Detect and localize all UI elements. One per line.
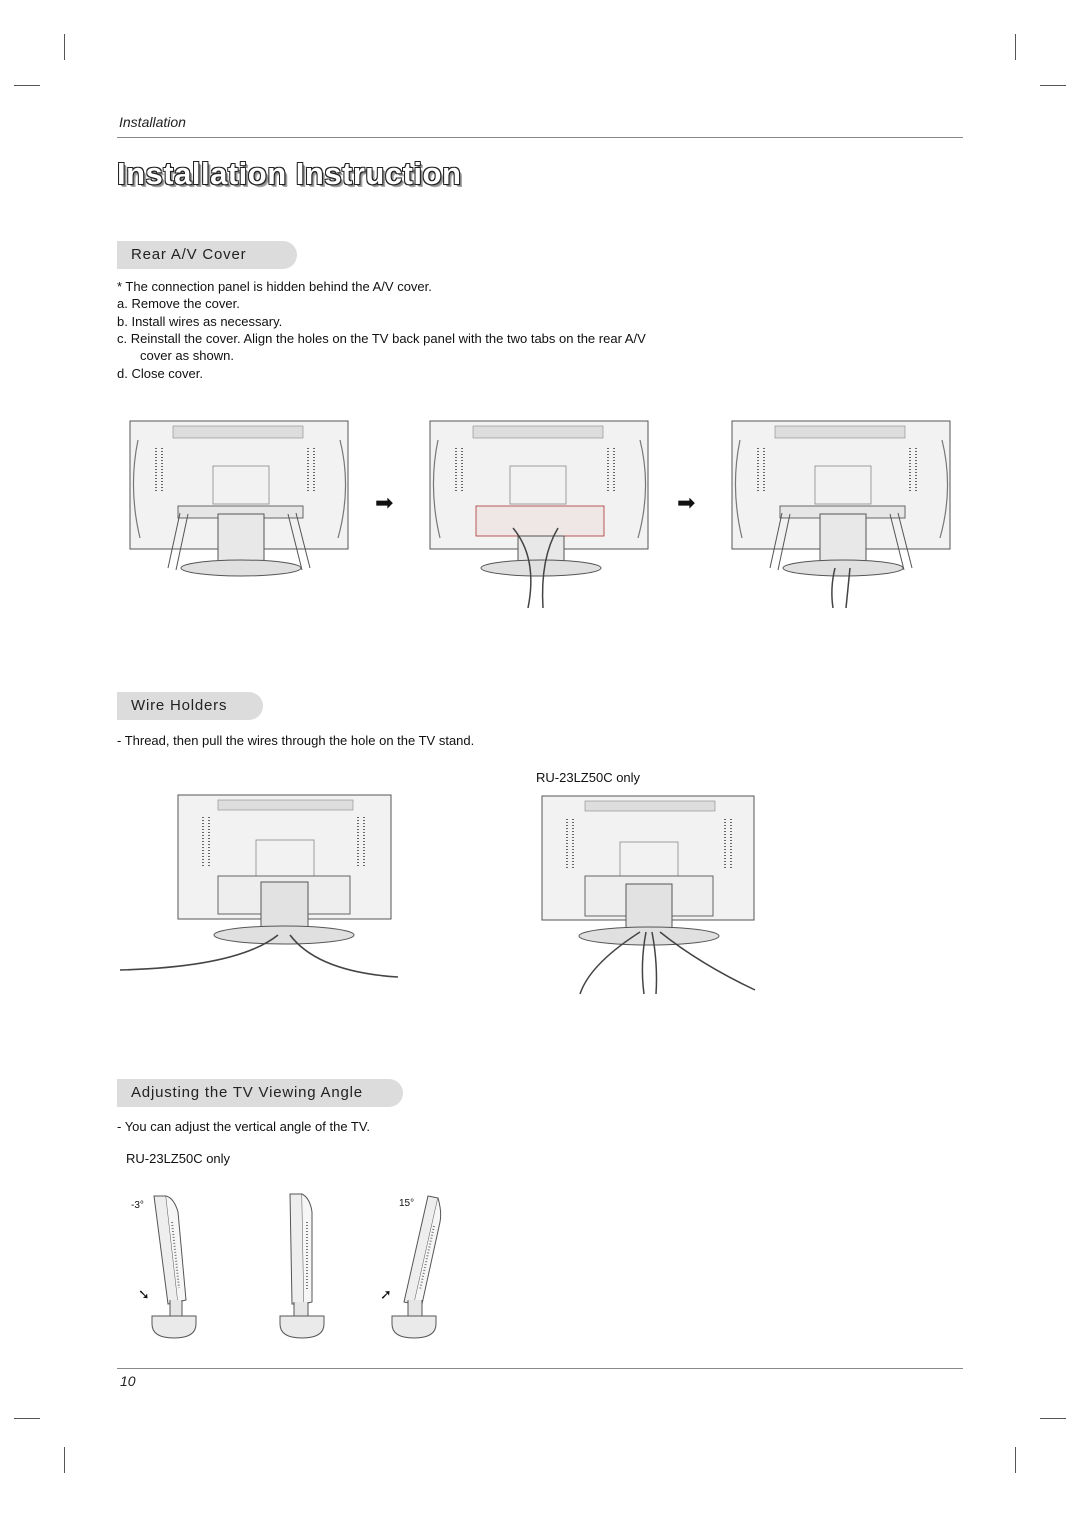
crop-mark (1040, 1418, 1066, 1419)
footer-rule (117, 1368, 963, 1369)
tv-back-reinstall-cover-illustration (731, 420, 951, 609)
running-header: Installation (119, 114, 186, 130)
arrow-right-icon: ➡ (375, 490, 394, 515)
instruction-line: b. Install wires as necessary. (117, 314, 283, 329)
instruction-line: a. Remove the cover. (117, 296, 240, 311)
page-title: Installation Instruction (117, 156, 462, 191)
crop-mark (64, 1447, 65, 1473)
instruction-line: - Thread, then pull the wires through th… (117, 733, 475, 748)
tv-side-upright-illustration (279, 1193, 325, 1339)
model-note: RU-23LZ50C only (536, 770, 641, 785)
section-heading-viewing-angle: Adjusting the TV Viewing Angle (117, 1079, 403, 1107)
crop-mark (14, 85, 40, 86)
arrow-down-right-icon: ➘ (138, 1286, 150, 1302)
crop-mark (1015, 34, 1016, 60)
header-rule (117, 137, 963, 138)
tv-side-tilt-forward-illustration (391, 1195, 442, 1339)
tv-back-wires-illustration (429, 420, 649, 609)
section-heading-wire-holders: Wire Holders (117, 692, 263, 720)
crop-mark (1015, 1447, 1016, 1473)
tv-wire-holder-ru23lz50c-illustration (541, 795, 756, 995)
tv-wire-holder-illustration (119, 794, 399, 978)
angle-label-minus3: -3° (131, 1200, 144, 1211)
arrow-right-icon: ➡ (677, 490, 696, 515)
tv-side-tilt-back-illustration (151, 1195, 197, 1339)
instruction-line: c. Reinstall the cover. Align the holes … (117, 331, 646, 346)
crop-mark (64, 34, 65, 60)
crop-mark (14, 1418, 40, 1419)
angle-label-15: 15° (399, 1198, 415, 1209)
instruction-line: cover as shown. (140, 348, 234, 363)
model-note: RU-23LZ50C only (126, 1151, 231, 1166)
page-number: 10 (120, 1373, 136, 1389)
tv-back-remove-cover-illustration (129, 420, 349, 577)
arrow-up-left-icon: ➚ (380, 1286, 392, 1302)
instruction-line: - You can adjust the vertical angle of t… (117, 1119, 370, 1134)
instruction-line: d. Close cover. (117, 366, 203, 381)
crop-mark (1040, 85, 1066, 86)
section-heading-rear-av-cover: Rear A/V Cover (117, 241, 297, 269)
instruction-line: * The connection panel is hidden behind … (117, 279, 432, 294)
